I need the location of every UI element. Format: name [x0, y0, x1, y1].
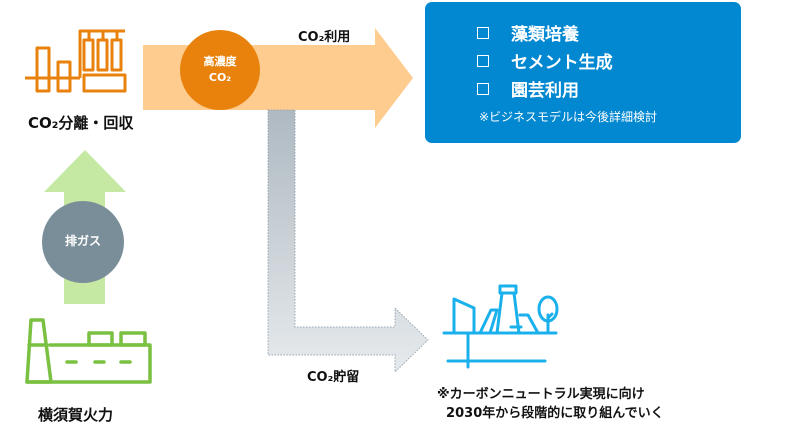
high-concentration-co2-circle [180, 30, 260, 110]
co2-utilization-label: CO₂利用 [298, 30, 351, 45]
footnote-line1: ※カーボンニュートラル実現に向け [437, 387, 645, 402]
business-item: セメント生成 [477, 48, 613, 73]
co2-storage-label: CO₂貯留 [307, 370, 360, 385]
capture-facility-icon [25, 29, 127, 93]
business-model-box: 藻類培養 セメント生成 園芸利用 ※ビジネスモデルは今後詳細検討 [425, 2, 741, 143]
business-model-note: ※ビジネスモデルは今後詳細検討 [479, 110, 658, 124]
exhaust-gas-text: 排ガス [64, 234, 101, 248]
high-concentration-co2-text: 高濃度 CO₂ [180, 54, 260, 86]
co2-capture-label: CO₂分離・回収 [28, 114, 134, 132]
high-concentration-line2: CO₂ [208, 71, 232, 84]
co2-storage-facility-icon [442, 284, 559, 369]
business-item: 園芸利用 [477, 76, 579, 101]
business-item-label: 藻類培養 [511, 25, 579, 45]
footnote-line2: 2030年から段階的に取り組んでいく [437, 406, 664, 421]
co2-storage-arrow [267, 109, 429, 374]
checkbox-icon [477, 54, 489, 67]
business-item: 藻類培養 [477, 20, 579, 45]
checkbox-icon [477, 82, 489, 95]
business-item-label: セメント生成 [511, 53, 613, 73]
exhaust-gas-circle [42, 201, 124, 283]
checkbox-icon [477, 26, 489, 39]
business-item-label: 園芸利用 [511, 81, 579, 101]
high-concentration-line1: 高濃度 [203, 55, 237, 68]
power-plant-icon [25, 318, 152, 384]
carbon-neutral-footnote: ※カーボンニュートラル実現に向け 2030年から段階的に取り組んでいく [437, 385, 664, 423]
power-plant-label: 横須賀火力 [38, 406, 114, 424]
